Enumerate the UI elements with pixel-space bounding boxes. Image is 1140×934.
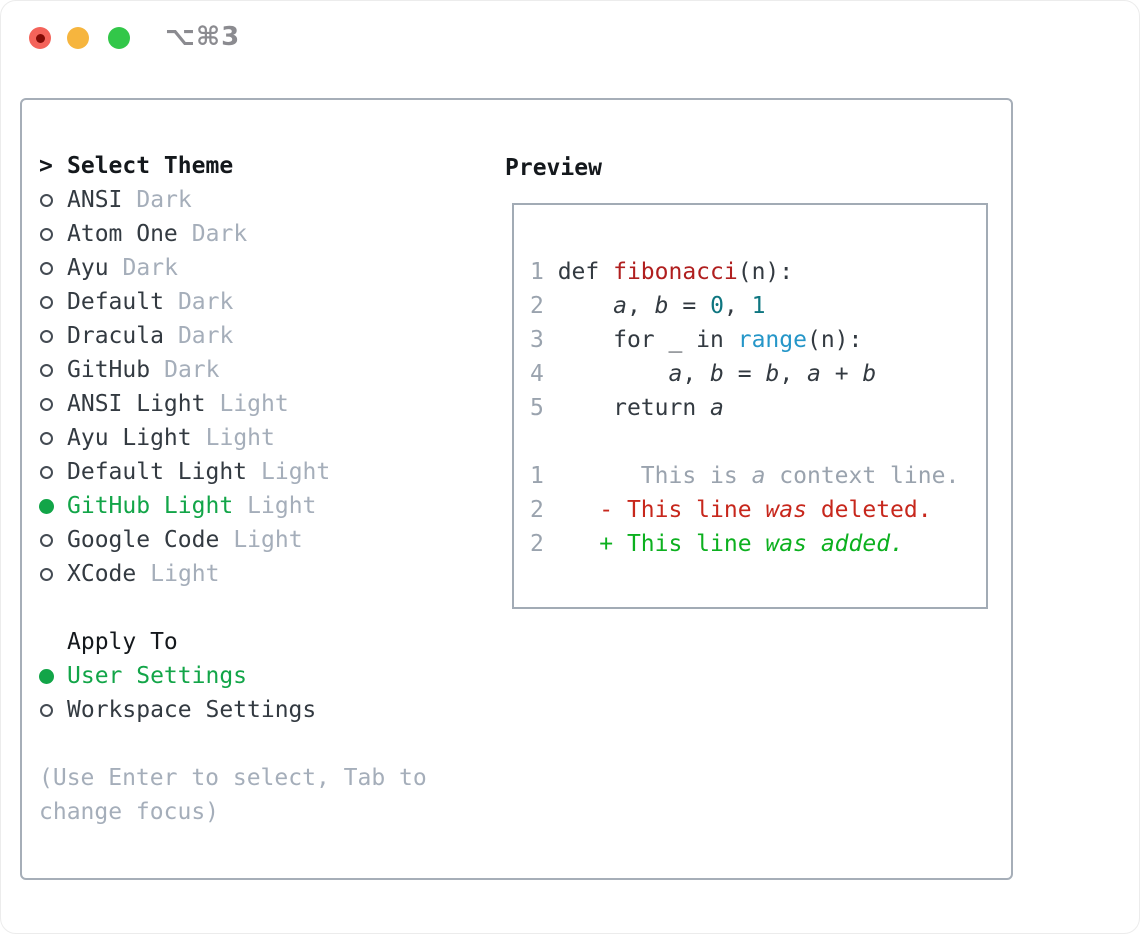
spacer [39, 727, 427, 761]
radio-selected-icon [39, 668, 67, 684]
theme-option-github-light[interactable]: GitHub Light Light [39, 489, 427, 523]
radio-unselected-icon [39, 193, 67, 207]
theme-option-google-code[interactable]: Google Code Light [39, 523, 427, 557]
close-dot-icon [35, 33, 45, 43]
theme-option-atom-one[interactable]: Atom One Dark [39, 217, 427, 251]
option-label: XCode [67, 561, 137, 587]
theme-option-ayu-light[interactable]: Ayu Light Light [39, 421, 427, 455]
apply-to-header: Apply To [39, 625, 427, 659]
theme-option-default-light[interactable]: Default Light Light [39, 455, 427, 489]
radio-unselected-icon [39, 261, 67, 275]
radio-unselected-icon [39, 363, 67, 377]
close-button[interactable] [29, 27, 51, 49]
option-variant: Dark [191, 221, 248, 247]
help-line: (Use Enter to select, Tab to [39, 765, 427, 791]
option-variant: Light [205, 425, 275, 451]
option-variant: Light [247, 493, 317, 519]
code-line [530, 425, 986, 459]
window-shortcut-title: ⌥⌘3 [165, 22, 241, 52]
option-label: ANSI [67, 187, 123, 213]
radio-unselected-icon [39, 465, 67, 479]
help-text: (Use Enter to select, Tab to change focus… [39, 761, 427, 829]
code-line: 2 a, b = 0, 1 [530, 293, 766, 319]
option-variant: Dark [122, 255, 178, 281]
radio-unselected-icon [39, 329, 67, 343]
code-line: 5 return a [530, 395, 724, 421]
theme-option-ansi[interactable]: ANSI Dark [39, 183, 427, 217]
code-line: 1 This is a context line. [530, 463, 960, 489]
preview-box: 1 def fibonacci(n): 2 a, b = 0, 1 3 for _ … [512, 203, 988, 609]
code-line: 2 + This line was added. [530, 531, 904, 557]
option-variant: Dark [177, 323, 234, 349]
radio-unselected-icon [39, 567, 67, 581]
theme-option-ayu[interactable]: Ayu Dark [39, 251, 427, 285]
radio-unselected-icon [39, 295, 67, 309]
option-variant: Dark [136, 187, 192, 213]
radio-unselected-icon [39, 703, 67, 717]
option-label: ANSI Light [67, 391, 206, 417]
option-label: Workspace Settings [67, 697, 317, 723]
spacer [39, 591, 427, 625]
theme-option-dracula[interactable]: Dracula Dark [39, 319, 427, 353]
apply-option-workspace-settings[interactable]: Workspace Settings [39, 693, 427, 727]
option-variant: Dark [164, 357, 220, 383]
zoom-button[interactable] [108, 27, 130, 49]
radio-unselected-icon [39, 533, 67, 547]
code-line: 4 a, b = b, a + b [530, 361, 877, 387]
option-variant: Light [150, 561, 220, 587]
option-label: Dracula [67, 323, 164, 349]
code-line: 1 def fibonacci(n): [530, 259, 794, 285]
theme-option-github[interactable]: GitHub Dark [39, 353, 427, 387]
titlebar: ⌥⌘3 [1, 1, 1139, 76]
radio-selected-icon [39, 498, 67, 514]
minimize-button[interactable] [67, 27, 89, 49]
option-label: Google Code [67, 527, 220, 553]
option-variant: Dark [177, 289, 234, 315]
theme-option-ansi-light[interactable]: ANSI Light Light [39, 387, 427, 421]
theme-option-xcode[interactable]: XCode Light [39, 557, 427, 591]
apply-to-label: Apply To [67, 629, 178, 655]
radio-unselected-icon [39, 397, 67, 411]
option-label: Ayu [67, 255, 109, 281]
option-label: GitHub Light [67, 493, 234, 519]
radio-unselected-icon [39, 431, 67, 445]
code-line: 3 for _ in range(n): [530, 327, 863, 353]
select-theme-label: Select Theme [67, 153, 234, 179]
select-theme-header: > Select Theme [39, 149, 427, 183]
option-label: Atom One [67, 221, 178, 247]
theme-option-default[interactable]: Default Dark [39, 285, 427, 319]
option-variant: Light [219, 391, 289, 417]
apply-option-user-settings[interactable]: User Settings [39, 659, 427, 693]
option-variant: Light [233, 527, 303, 553]
code-line: 2 - This line was deleted. [530, 497, 932, 523]
option-label: Default [67, 289, 164, 315]
option-label: GitHub [67, 357, 151, 383]
radio-unselected-icon [39, 227, 67, 241]
option-variant: Light [261, 459, 331, 485]
option-label: User Settings [67, 663, 248, 689]
preview-header: Preview [505, 155, 602, 181]
option-label: Default Light [67, 459, 248, 485]
cursor-icon: > [39, 153, 53, 179]
option-label: Ayu Light [67, 425, 192, 451]
help-line: change focus) [39, 799, 220, 825]
